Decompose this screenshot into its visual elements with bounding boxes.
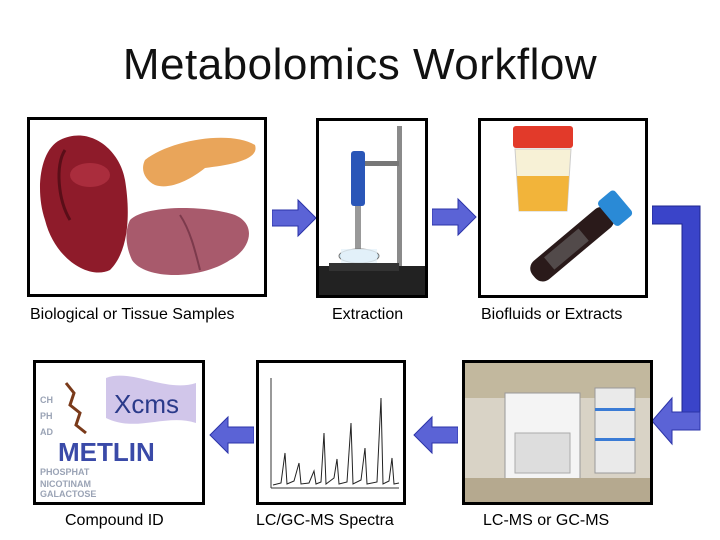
arrow-right-icon (272, 198, 318, 238)
lcms-instrument-image (462, 360, 653, 505)
arrow-left-icon (412, 415, 458, 455)
svg-text:PHOSPHAT: PHOSPHAT (40, 467, 90, 477)
step-label-spectra: LC/GC-MS Spectra (256, 512, 394, 529)
tissue-samples-image (27, 117, 267, 297)
svg-text:NICOTINAM: NICOTINAM (40, 479, 91, 489)
svg-text:GALACTOSE: GALACTOSE (40, 489, 96, 499)
compound-id-image: CH PH AD PHOSPHAT NICOTINAM GALACTOSE Xc… (33, 360, 205, 505)
metlin-logo-text: METLIN (58, 437, 155, 467)
step-label-lcms: LC-MS or GC-MS (483, 512, 610, 529)
svg-text:PH: PH (40, 411, 53, 421)
step-label-tissue-samples: Biological or Tissue Samples (30, 306, 235, 323)
spectra-image (256, 360, 406, 505)
page-title: Metabolomics Workflow (122, 40, 598, 89)
xcms-logo-text: Xcms (114, 389, 179, 419)
svg-text:CH: CH (40, 395, 53, 405)
step-label-extraction: Extraction (332, 306, 404, 323)
step-label-compound-id: Compound ID (65, 512, 164, 529)
svg-text:AD: AD (40, 427, 53, 437)
connector-arrow-icon (652, 200, 712, 450)
arrow-left-icon (208, 415, 254, 455)
step-label-biofluids: Biofluids or Extracts (481, 306, 623, 323)
arrow-right-icon (432, 197, 478, 237)
biofluids-image (478, 118, 648, 298)
extraction-image (316, 118, 428, 298)
